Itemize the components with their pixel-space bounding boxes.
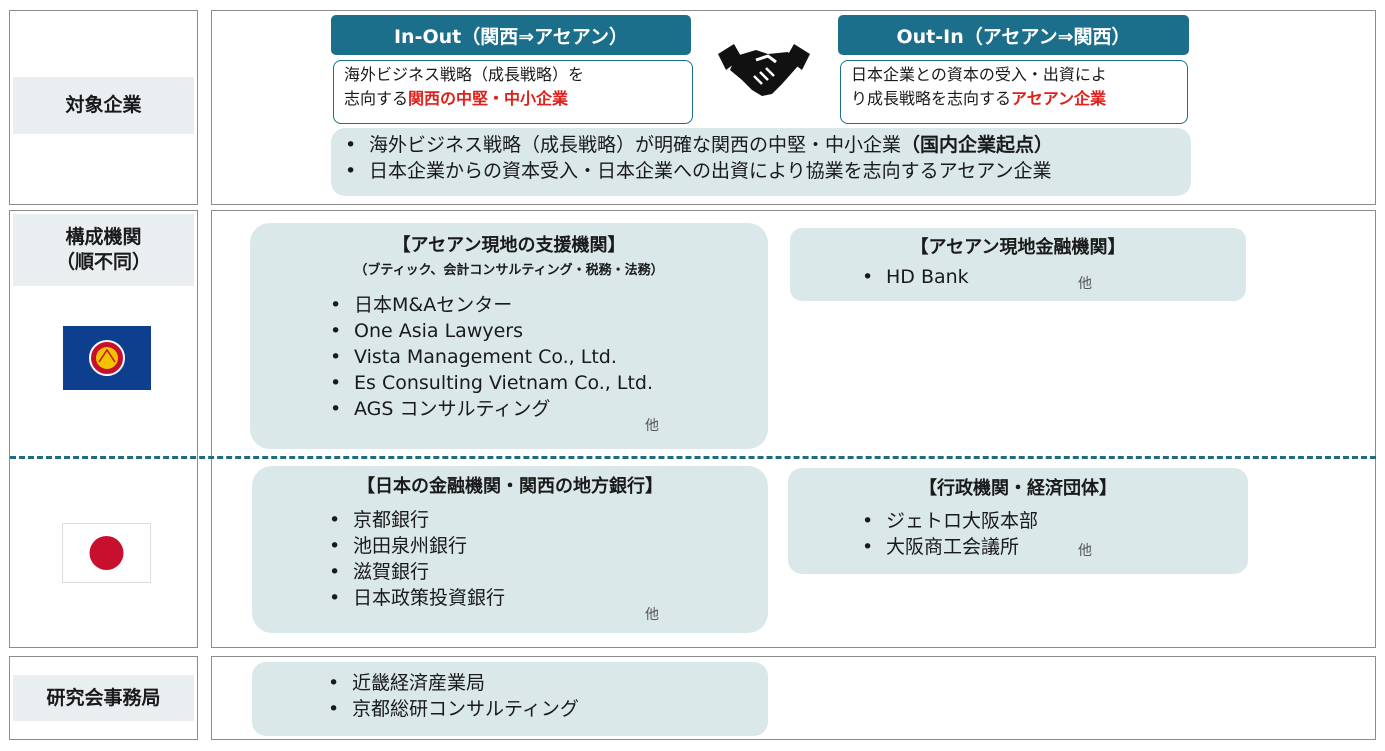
members-label: 構成機関 （順不同） — [13, 214, 194, 286]
in-out-description: 海外ビジネス戦略（成長戦略）を 志向する関西の中堅・中小企業 — [333, 60, 693, 124]
out-in-desc-line2: り成長戦略を志向するアセアン企業 — [851, 87, 1177, 111]
list-item: 京都総研コンサルティング — [326, 696, 579, 722]
list-item: Es Consulting Vietnam Co., Ltd. — [328, 370, 653, 396]
out-in-header: Out-In（アセアン⇒関西） — [838, 15, 1189, 55]
list-item: 滋賀銀行 — [327, 559, 505, 585]
target-summary-item: 海外ビジネス戦略（成長戦略）が明確な関西の中堅・中小企業（国内企業起点） — [343, 132, 1179, 158]
japan-flag-icon — [62, 523, 151, 583]
target-summary-item: 日本企業からの資本受入・日本企業への出資により協業を志向するアセアン企業 — [343, 158, 1179, 184]
list-item: One Asia Lawyers — [328, 318, 653, 344]
list-item: AGS コンサルティング — [328, 396, 653, 422]
in-out-desc-line2: 志向する関西の中堅・中小企業 — [344, 87, 682, 111]
target-label-box: 対象企業 — [9, 10, 198, 205]
list-item: HD Bank — [860, 264, 969, 290]
other-note: 他 — [1078, 543, 1092, 559]
list-item: 日本M&Aセンター — [328, 292, 653, 318]
list-item: Vista Management Co., Ltd. — [328, 344, 653, 370]
asean-flag-icon — [63, 326, 151, 390]
secretariat-label-box: 研究会事務局 — [9, 656, 198, 740]
asean-finance-panel: 【アセアン現地金融機関】 HD Bank 他 — [790, 228, 1246, 301]
other-note: 他 — [1078, 276, 1092, 292]
list-item: 大阪商工会議所 — [860, 534, 1038, 560]
asean-support-title: 【アセアン現地の支援機関】 — [392, 235, 626, 256]
region-divider — [10, 456, 1376, 459]
out-in-desc-plain: り成長戦略を志向する — [851, 89, 1012, 108]
handshake-icon — [716, 40, 812, 100]
gov-title: 【行政機関・経済団体】 — [919, 478, 1117, 499]
asean-support-panel: 【アセアン現地の支援機関】 （ブティック、会計コンサルティング・税務・法務） 日… — [250, 223, 768, 449]
secretariat-panel: 近畿経済産業局 京都総研コンサルティング — [252, 662, 768, 736]
other-note: 他 — [645, 418, 659, 434]
target-summary-panel: 海外ビジネス戦略（成長戦略）が明確な関西の中堅・中小企業（国内企業起点） 日本企… — [331, 128, 1191, 196]
asean-support-subtitle: （ブティック、会計コンサルティング・税務・法務） — [354, 263, 664, 278]
list-item: 京都銀行 — [327, 507, 505, 533]
members-label-line2: （順不同） — [55, 251, 151, 273]
out-in-desc-highlight: アセアン企業 — [1011, 89, 1107, 108]
out-in-description: 日本企業との資本の受入・出資によ り成長戦略を志向するアセアン企業 — [840, 60, 1188, 124]
in-out-desc-highlight: 関西の中堅・中小企業 — [408, 89, 569, 108]
target-label: 対象企業 — [13, 77, 194, 134]
target-summary-item1-text: 海外ビジネス戦略（成長戦略）が明確な関西の中堅・中小企業 — [369, 134, 902, 156]
secretariat-label: 研究会事務局 — [13, 675, 194, 721]
in-out-desc-plain: 志向する — [344, 89, 409, 108]
out-in-desc-line1: 日本企業との資本の受入・出資によ — [851, 65, 1107, 84]
in-out-desc-line1: 海外ビジネス戦略（成長戦略）を — [344, 65, 585, 84]
list-item: 池田泉州銀行 — [327, 533, 505, 559]
other-note: 他 — [645, 607, 659, 623]
members-label-line1: 構成機関 — [65, 226, 142, 249]
list-item: 近畿経済産業局 — [326, 670, 579, 696]
japan-banks-panel: 【日本の金融機関・関西の地方銀行】 京都銀行 池田泉州銀行 滋賀銀行 日本政策投… — [252, 466, 768, 633]
target-summary-item1-bold: （国内企業起点） — [901, 134, 1054, 156]
list-item: ジェトロ大阪本部 — [860, 508, 1038, 534]
asean-finance-title: 【アセアン現地金融機関】 — [910, 237, 1126, 258]
in-out-header: In-Out（関西⇒アセアン） — [331, 15, 691, 55]
japan-banks-title: 【日本の金融機関・関西の地方銀行】 — [357, 476, 663, 497]
gov-panel: 【行政機関・経済団体】 ジェトロ大阪本部 大阪商工会議所 他 — [788, 468, 1248, 574]
list-item: 日本政策投資銀行 — [327, 585, 505, 611]
